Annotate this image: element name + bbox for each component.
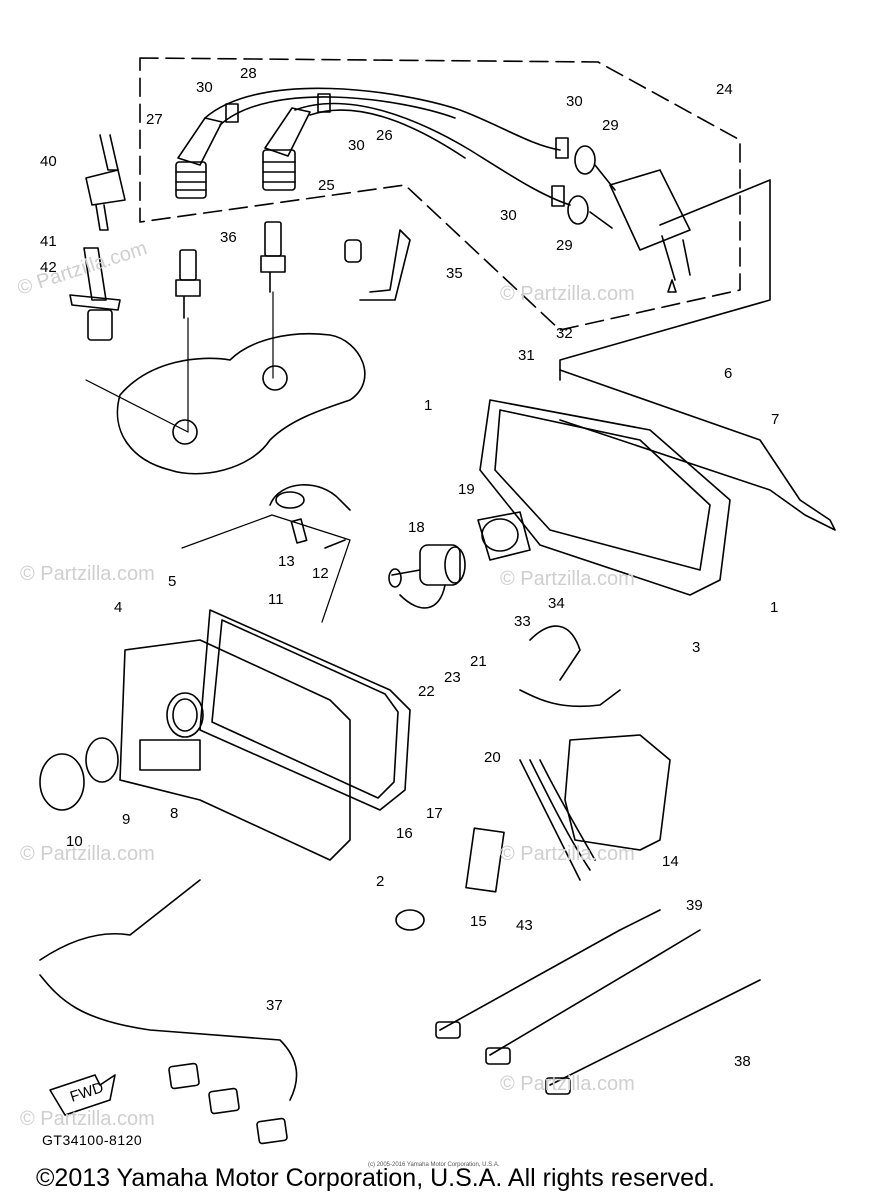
callout-29: 29 [602,117,619,134]
callout-21: 21 [470,653,487,670]
thermo-switch-40 [85,134,126,231]
clamp-30a [225,103,239,123]
copyright-notice: ©2013 Yamaha Motor Corporation, U.S.A. A… [36,1164,715,1192]
bracket-35 [359,229,411,301]
pickup-coil-20 [519,625,621,708]
callout-42: 42 [40,259,57,276]
callout-13: 13 [278,553,295,570]
callout-33: 33 [514,613,531,630]
wire-harness-37 [39,879,298,1145]
cover-4 [119,639,351,861]
clamp-30b [317,93,331,113]
cover-15 [465,827,505,893]
callout-6: 6 [724,365,732,382]
lead-wire-38 [545,979,761,1095]
svg-text:© Partzilla.com: © Partzilla.com [500,283,635,305]
high-tension-cord-26 [294,102,571,206]
grommet-29b [567,195,589,225]
callout-30: 30 [566,93,583,110]
sensor-42 [69,247,121,341]
callout-10: 10 [66,833,83,850]
svg-text:© Partzilla.com: © Partzilla.com [20,1108,155,1130]
figure-code: GT34100-8120 [42,1132,143,1148]
callout-27: 27 [146,111,163,128]
callout-11: 11 [268,591,284,608]
bracket-7 [559,369,836,531]
lead-wire-39 [485,929,701,1065]
electrical-box-3 [479,399,731,596]
dashed-group-outline [139,57,741,331]
callout-1: 1 [770,599,778,616]
callout-25: 25 [318,177,335,194]
callout-20: 20 [484,749,501,766]
svg-text:© Partzilla.com: © Partzilla.com [20,843,155,865]
svg-text:© Partzilla.com: © Partzilla.com [500,843,635,865]
spark-plug-cap-27 [175,117,223,199]
callout-16: 16 [396,825,413,842]
callout-30: 30 [196,79,213,96]
callout-9: 9 [122,811,130,828]
callout-23: 23 [444,669,461,686]
callout-26: 26 [376,127,393,144]
callout-40: 40 [40,153,57,170]
callout-17: 17 [426,805,443,822]
cdi-unit-14 [564,734,671,851]
svg-text:© Partzilla.com: © Partzilla.com [20,563,155,585]
clamp-2 [395,909,425,931]
fwd-label: FWD [68,1079,106,1106]
callout-15: 15 [470,913,487,930]
callout-38: 38 [734,1053,751,1070]
spark-plug-left [175,249,201,319]
callout-29: 29 [556,237,573,254]
callout-3: 3 [692,639,700,656]
starter-relay-18 [388,544,466,609]
callout-36: 36 [220,229,237,246]
lead-wire-43 [435,909,661,1039]
callout-41: 41 [40,233,57,250]
grommet-29a [574,145,596,175]
o-ring-9 [85,737,119,783]
clamp-30d [551,185,565,207]
rectifier-19 [477,511,531,561]
callout-43: 43 [516,917,533,934]
callout-22: 22 [418,683,435,700]
cap-10 [39,753,85,811]
fuse-holder-11 [269,484,351,549]
high-tension-cord-28 [204,87,561,151]
callout-34: 34 [548,595,565,612]
callout-1: 1 [424,397,432,414]
forward-arrow [49,1074,116,1116]
callout-18: 18 [408,519,425,536]
svg-text:© Partzilla.com: © Partzilla.com [500,1073,635,1095]
callout-5: 5 [168,573,176,590]
ignition-coil [589,164,691,293]
callout-24: 24 [716,81,733,98]
callout-28: 28 [240,65,257,82]
callout-numbers: 1123456789101112131415161718192021222324… [40,65,779,1070]
callout-8: 8 [170,805,178,822]
callout-39: 39 [686,897,703,914]
fine-print: (c) 2005-2016 Yamaha Motor Corporation, … [368,1162,500,1168]
callout-30: 30 [348,137,365,154]
watermark: © Partzilla.com [15,237,150,300]
cylinder-head [116,332,366,475]
callout-31: 31 [518,347,535,364]
callout-19: 19 [458,481,475,498]
callout-2: 2 [376,873,384,890]
callout-37: 37 [266,997,283,1014]
clamp-30c [555,137,569,159]
callout-14: 14 [662,853,679,870]
spark-plug-cap-25 [262,107,311,191]
callout-35: 35 [446,265,463,282]
callout-7: 7 [771,411,779,428]
svg-text:© Partzilla.com: © Partzilla.com [500,568,635,590]
callout-30: 30 [500,207,517,224]
callout-12: 12 [312,565,329,582]
spark-plug-right [260,221,286,293]
gasket-5 [199,609,411,811]
callout-4: 4 [114,599,122,616]
callout-32: 32 [556,325,573,342]
